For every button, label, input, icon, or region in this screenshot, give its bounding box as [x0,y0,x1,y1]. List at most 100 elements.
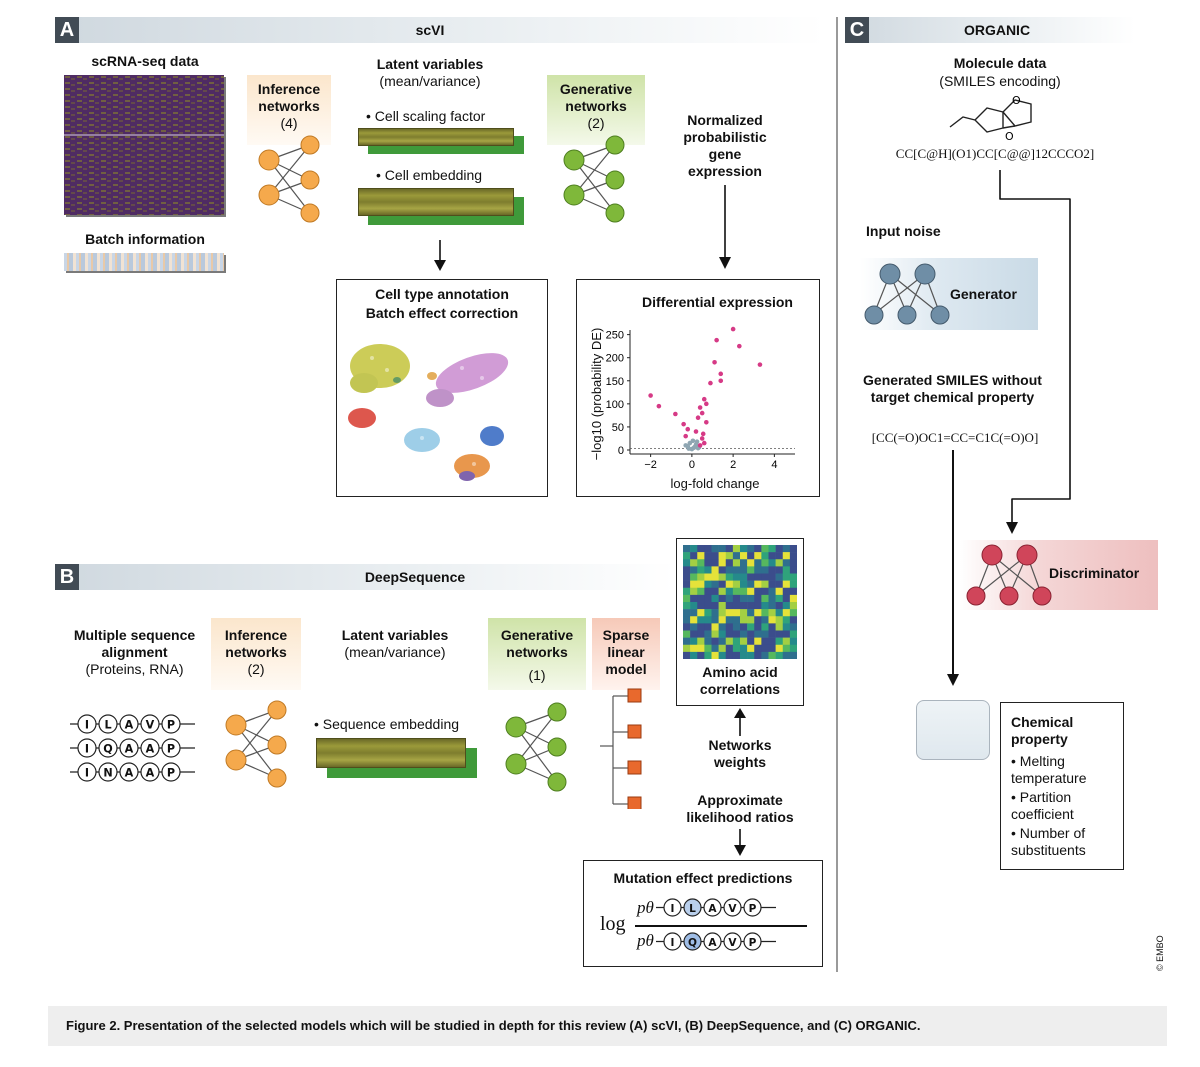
matrix-cell [775,545,784,553]
volcano-point-de [718,371,724,377]
sparse-tree-icon [600,688,642,809]
matrix-cell [789,552,797,560]
matrix-cell [718,573,727,581]
matrix-cell [704,573,712,581]
matrix-cell [683,630,691,638]
matrix-cell [711,602,719,610]
panel-a-title: scVI [415,22,445,38]
matrix-cell [789,616,797,624]
matrix-cell [711,609,719,617]
panel-b-letter: B [55,564,79,590]
matrix-cell [711,573,719,581]
matrix-cell [754,545,762,553]
residue-letter: L [104,719,111,732]
matrix-cell [761,630,769,638]
matrix-cell [782,623,791,631]
matrix-cell [747,566,755,574]
panel-a-header [55,17,825,43]
matrix-cell [754,644,762,653]
de-title: Differential expression [642,294,793,310]
residue-letter: A [708,937,717,949]
matrix-cell [725,580,734,589]
matrix-cell [775,637,784,646]
matrix-cell [697,566,705,574]
matrix-cell [754,651,762,659]
matrix-cell [690,566,698,574]
residue-circle [663,932,682,951]
matrix-cell [683,651,691,659]
matrix-cell [732,602,741,610]
matrix-cell [732,580,741,589]
residue-letter: I [671,937,675,949]
matrix-cell [711,580,719,589]
matrix-cell [732,573,741,581]
matrix-cell [711,566,719,574]
matrix-cell [725,602,734,610]
mutation-box [583,860,823,967]
residue-letter: A [125,743,134,756]
matrix-cell [732,594,741,603]
generative-count-a: (2) [587,115,605,131]
fraction-line [635,925,807,927]
matrix-cell [690,651,698,659]
matrix-cell [690,594,698,603]
matrix-cell [747,623,755,631]
matrix-cell [704,637,712,646]
matrix-cell [683,623,691,631]
volcano-point-de [757,362,763,367]
matrix-cell [754,609,762,617]
residue-circle [683,898,702,917]
arrow-approx-down [734,829,746,856]
matrix-cell [768,545,776,553]
matrix-cell [725,637,734,646]
matrix-cell [761,587,769,596]
matrix-cell [704,552,712,560]
volcano-point-de [685,426,691,432]
residue-letter: I [85,767,89,780]
y-tick-label: 50 [612,422,624,434]
molecule-sub: (SMILES encoding) [939,73,1061,89]
approx-label: Approximate likelihood ratios [686,792,794,825]
panel-b-header [55,564,675,590]
matrix-cell [690,630,698,638]
celltype-line2: Batch effect correction [365,305,519,321]
matrix-cell [754,580,762,589]
residue-circle [98,738,118,758]
matrix-cell [690,552,698,560]
smiles-string: CC[C@H](O1)CC[C@@]12CCCO2] [895,146,1095,161]
residue-circle [703,932,722,951]
embo-credit: © EMBO [1155,935,1165,971]
chem-item-melting: • Melting temperature [1011,753,1087,786]
matrix-cell [740,559,748,567]
matrix-cell [718,552,727,560]
matrix-cell [718,644,727,653]
mutation-title: Mutation effect predictions [613,870,793,886]
matrix-cell [725,630,734,638]
generative-networks-tag-b [488,618,586,690]
panel-c-header [845,17,1135,43]
residue-circle [743,932,762,951]
matrix-cell [768,630,776,638]
matrix-cell [683,566,691,574]
log-word: log [600,913,626,935]
matrix-cell [732,616,741,624]
matrix-cell [768,651,776,659]
matrix-cell [789,580,797,589]
matrix-cell [711,637,719,646]
matrix-cell [768,580,776,589]
matrix-cell [690,545,698,553]
matrix-cell [697,545,705,553]
panel-c-letter: C [845,17,869,43]
matrix-cell [747,651,755,659]
de-box [576,279,820,497]
volcano-point-de [656,403,662,409]
matrix-cell [754,573,762,581]
matrix-cell [704,559,712,567]
matrix-cell [725,644,734,653]
volcano-point-de [708,380,713,386]
networks-weights: Networks weights [708,737,772,770]
matrix-cell [697,573,705,581]
matrix-cell [761,644,769,653]
matrix-cell [789,623,797,631]
